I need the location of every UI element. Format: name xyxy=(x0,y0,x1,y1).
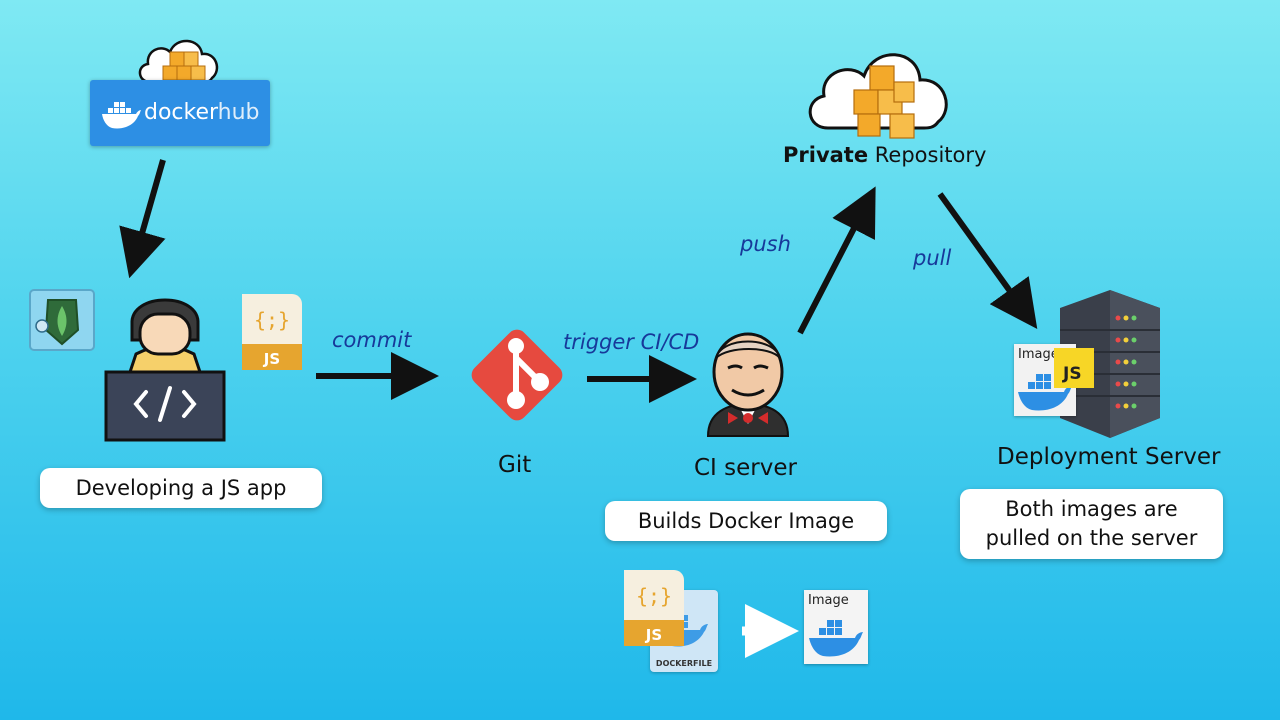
built-image-label: Image xyxy=(808,593,849,608)
code-brackets-icon xyxy=(133,386,197,422)
builds-image-pill: Builds Docker Image xyxy=(605,501,887,541)
deploy-docker-whale-icon xyxy=(1018,374,1072,411)
developing-text: Developing a JS app xyxy=(75,475,287,500)
dockerfile-label: DOCKERFILE xyxy=(655,659,713,668)
both-images-line1: Both images are xyxy=(1005,497,1178,521)
arrow-push xyxy=(797,186,876,335)
builds-image-text: Builds Docker Image xyxy=(637,508,855,533)
deploy-js-badge: JS xyxy=(1054,348,1094,388)
deploy-image-label: Image xyxy=(1018,347,1059,362)
js-file-icon: {;} JS xyxy=(242,294,302,370)
push-label: push xyxy=(740,232,791,256)
deployment-server-label: Deployment Server xyxy=(997,444,1221,470)
pull-label: pull xyxy=(913,246,952,270)
developer-icon xyxy=(104,298,226,442)
mongodb-container-icon xyxy=(29,289,95,351)
js-file-badge: JS xyxy=(263,350,281,368)
ci-server-label: CI server xyxy=(694,455,797,481)
deploy-js-text: JS xyxy=(1063,364,1082,384)
server-rack-icon xyxy=(1060,290,1160,438)
commit-label: commit xyxy=(332,328,412,352)
build-js-badge: JS xyxy=(645,626,663,644)
built-docker-whale-icon xyxy=(809,620,863,657)
js-file-curly: {;} xyxy=(253,308,291,332)
dockerhub-logo: dockerhub xyxy=(90,80,270,146)
both-images-pill: Both images are pulled on the server xyxy=(960,489,1223,559)
private-repo-label-rest: Repository xyxy=(868,143,987,167)
git-label: Git xyxy=(498,452,532,478)
arrow-dockerhub-to-dev xyxy=(119,159,166,279)
dockerhub-suffix: hub xyxy=(217,100,260,125)
build-js-curly: {;} xyxy=(635,584,673,608)
both-images-line2: pulled on the server xyxy=(985,526,1198,550)
git-logo-icon xyxy=(471,329,563,421)
developing-pill: Developing a JS app xyxy=(40,468,322,508)
built-docker-image-card: Image xyxy=(804,590,868,664)
private-repo-label-bold: Private xyxy=(783,143,869,167)
dockerhub-cloud-icon xyxy=(138,39,219,84)
build-js-file-icon: {;} JS xyxy=(624,570,684,646)
docker-whale-icon xyxy=(102,102,141,129)
private-repo-cloud-icon xyxy=(808,53,948,139)
private-repo-label: Private Repository xyxy=(783,143,986,167)
dockerhub-brand: docker xyxy=(144,100,218,125)
arrow-pull xyxy=(937,192,1038,330)
trigger-label: trigger CI/CD xyxy=(563,330,700,354)
jenkins-icon xyxy=(706,332,790,437)
